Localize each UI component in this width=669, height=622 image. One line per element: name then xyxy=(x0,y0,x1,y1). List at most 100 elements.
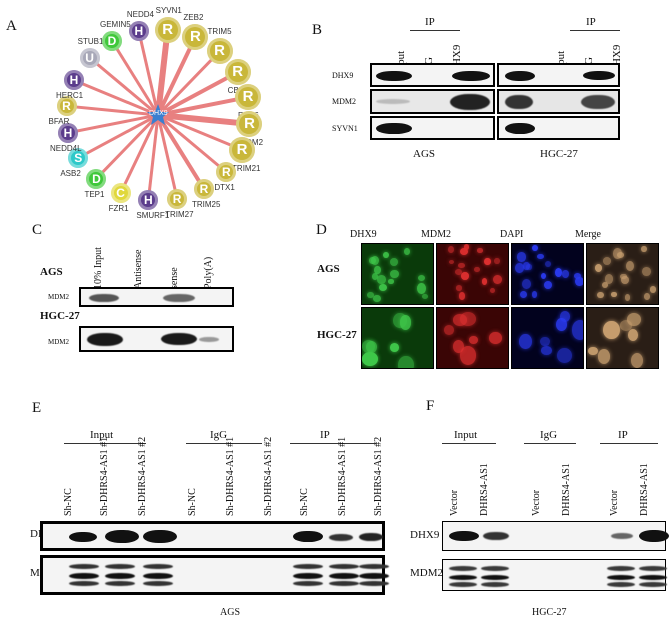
hub-node xyxy=(146,103,170,127)
row-label: MDM2 xyxy=(48,338,70,346)
lane-label: Vector xyxy=(609,489,620,516)
blot-band xyxy=(481,582,509,587)
blot-band xyxy=(449,566,477,571)
network-edge xyxy=(157,70,239,117)
network-node-label: TEP1 xyxy=(84,189,105,199)
blot-band xyxy=(329,573,359,579)
blot-strip xyxy=(442,559,667,591)
panel-letter-e: E xyxy=(32,400,42,416)
network-edge xyxy=(156,113,206,191)
blot-band xyxy=(607,582,635,587)
blot-band xyxy=(607,566,635,571)
ip-bracket-left xyxy=(410,30,460,31)
col-label: Antisense xyxy=(133,249,144,289)
col-label: Merge xyxy=(575,229,601,240)
blot-band xyxy=(69,573,99,579)
panel-c: 10% Input Antisense sense Poly(A) AGS MD… xyxy=(40,220,240,380)
panel-letter-f: F xyxy=(426,398,435,414)
network-node: H xyxy=(63,70,84,91)
group-bracket xyxy=(524,443,576,444)
network-node: D xyxy=(102,30,122,51)
network-node-label: SYVN1 xyxy=(155,5,182,15)
cell-line-label: HGC-27 xyxy=(40,310,80,322)
network-edge xyxy=(95,113,160,180)
network-node: C xyxy=(110,183,131,204)
network-node: R xyxy=(182,23,209,50)
network-node-label: STUB1 xyxy=(77,36,104,46)
row-label: HGC-27 xyxy=(317,329,357,341)
blot-band xyxy=(449,575,477,580)
blot-band xyxy=(449,582,477,587)
cell-line-label: AGS xyxy=(40,266,63,278)
network-node: H xyxy=(128,21,149,42)
network-node: R xyxy=(236,110,263,137)
network-node-label: NEDD4L xyxy=(50,143,82,153)
network-node-label: NEDD4 xyxy=(126,10,154,20)
blot-band xyxy=(69,564,99,569)
lane-label: Vector xyxy=(449,489,460,516)
network-edge xyxy=(146,114,160,201)
network-node: R xyxy=(216,162,237,183)
blot-band xyxy=(69,581,99,586)
blot-strip xyxy=(370,63,495,87)
blot-band xyxy=(293,564,323,569)
network-edge xyxy=(119,114,160,194)
lane-label: Sh-NC xyxy=(187,488,198,516)
network-edge xyxy=(157,112,250,127)
col-label: 10% Input xyxy=(93,247,104,289)
col-label: MDM2 xyxy=(421,229,452,240)
lane-label: Sh-NC xyxy=(63,488,74,516)
micrograph-tile xyxy=(586,243,659,305)
group-label: IP xyxy=(320,429,330,441)
lane-label: Sh-DHRS4-AS1 #1 xyxy=(225,436,236,516)
blot-strip xyxy=(40,521,385,551)
network-node: D xyxy=(86,168,107,189)
group-bracket xyxy=(64,443,146,444)
network-node: R xyxy=(229,136,256,163)
network-node: R xyxy=(234,84,261,111)
ip-header-right: IP xyxy=(586,16,596,28)
group-label: IgG xyxy=(540,429,558,441)
network-node-label: FZR1 xyxy=(108,204,129,214)
network-diagram: HNEDD4RSYVN1RZEB2RTRIM5RCBLRRNF6RMDM2RTR… xyxy=(0,0,300,220)
network-node-label: GEMIN5 xyxy=(100,19,131,29)
network-node: R xyxy=(194,179,214,200)
network-edge xyxy=(66,104,159,117)
ip-bracket-right xyxy=(570,30,620,31)
blot-band xyxy=(639,575,667,580)
blot-strip xyxy=(442,521,669,551)
col-label: DAPI xyxy=(500,229,524,240)
col-label: sense xyxy=(169,267,180,289)
network-edge xyxy=(77,113,159,160)
network-node-label: ASB2 xyxy=(60,168,81,178)
col-label: DHX9 xyxy=(350,229,377,240)
network-node-label: TRIM5 xyxy=(207,27,232,37)
lane-label: DHRS4-AS1 xyxy=(561,463,572,516)
blot-band xyxy=(639,582,667,587)
network-edges xyxy=(66,29,250,201)
network-node-label: BFAR xyxy=(48,117,70,127)
network-node-label: TRIM21 xyxy=(232,163,261,173)
blot-strip xyxy=(79,326,234,352)
cell-line-label: AGS xyxy=(220,607,241,618)
blot-band xyxy=(329,564,359,569)
network-node: R xyxy=(154,16,181,43)
network-edge xyxy=(157,113,228,174)
blot-band xyxy=(359,581,389,586)
network-node: H xyxy=(58,122,78,143)
blot-band xyxy=(481,575,509,580)
network-edge xyxy=(156,50,221,117)
micrograph-tile xyxy=(436,307,509,369)
micrograph-tile xyxy=(361,243,434,305)
blot-band xyxy=(481,566,509,571)
blot-band xyxy=(293,581,323,586)
network-node: U xyxy=(79,47,100,68)
cell-line-label: HGC-27 xyxy=(540,148,578,160)
panel-letter-c: C xyxy=(32,222,43,238)
blot-strip xyxy=(370,89,495,114)
group-label: Input xyxy=(454,429,478,441)
blot-band xyxy=(143,581,173,586)
network-edge xyxy=(157,113,243,152)
micrograph-tile xyxy=(511,243,584,305)
